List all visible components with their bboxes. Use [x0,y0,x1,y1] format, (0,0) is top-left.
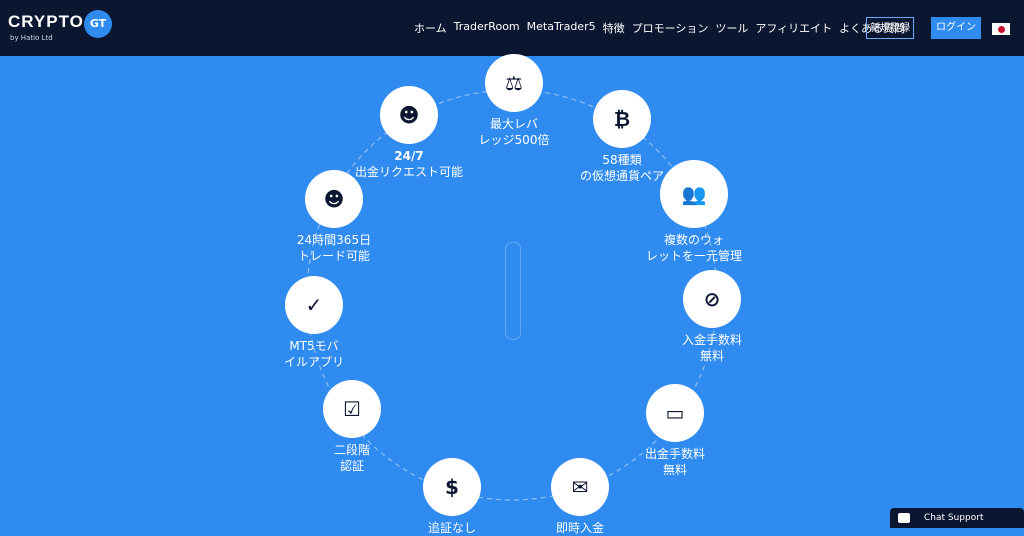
nav-home[interactable]: ホーム [414,22,447,35]
feature-two-factor: ☑ 二段階認証 [316,380,388,474]
nav-promotions[interactable]: プロモーション [631,22,709,35]
feature-label: 入金手数料 [681,333,742,347]
register-button[interactable]: 新規登録 [866,17,914,39]
feature-label: の仮想通貨ペア [579,169,664,183]
feature-leverage: ⚖ 最大レバレッジ500倍 [470,54,558,148]
feature-24-365: ☻ 24時間365日トレード可能 [284,170,384,264]
feature-label: 無料 [662,463,687,477]
feature-label: 認証 [339,459,364,473]
mobile-app-icon: ✓ [285,276,343,334]
feature-label: 出金手数料 [644,447,705,461]
feature-label: イルアプリ [283,355,344,369]
no-fee-icon: ⊘ [683,270,741,328]
feature-label: 即時入金 [555,521,604,535]
nav-faq[interactable]: よくある質問 [839,22,906,35]
headset-icon: ☻ [380,86,438,144]
feature-withdraw-fee: ▭ 出金手数料無料 [632,384,718,478]
chat-support-button[interactable]: Chat Support [890,508,1024,528]
logo[interactable]: CRYPTO GT by Hatio Ltd [8,10,112,42]
feature-label: 出金リクエスト可能 [354,165,463,179]
feature-instant-deposit: ✉ 即時入金 [540,458,620,536]
chat-icon [898,513,910,523]
feature-label: 無料 [699,349,724,363]
feature-label: レットを一元管理 [645,249,742,263]
users-icon: 👥 [660,160,728,228]
logo-brand: CRYPTO [8,12,84,31]
main-menu: ホーム TraderRoom MetaTrader5 特徴 プロモーション ツー… [414,20,905,36]
logo-badge: GT [84,10,112,38]
scale-icon: ⚖ [485,54,543,112]
feature-label: 24時間365日 [296,233,372,247]
feature-label: 複数のウォ [663,233,724,247]
nav-features[interactable]: 特徴 [602,22,625,35]
card-slash-icon: ▭ [646,384,704,442]
feature-label: 58種類 [602,153,642,167]
feature-mt5-app: ✓ MT5モバイルアプリ [278,276,350,370]
chat-label: Chat Support [924,513,984,523]
scroll-indicator [505,242,521,340]
feature-label: レッジ500倍 [478,133,550,147]
feature-24-7-withdraw: ☻ 24/7 出金リクエスト可能 [344,86,474,180]
feature-label: MT5モバ [289,339,339,353]
logo-sub: by Hatio Ltd [10,34,53,42]
atm-icon: $ [423,458,481,516]
feature-crypto-pairs: ₿ 58種類の仮想通貨ペア [570,90,674,184]
auth-icon: ☑ [323,380,381,438]
login-button[interactable]: ログイン [931,17,981,39]
feature-label: 最大レバ [489,117,538,131]
feature-label: 24/7 [394,149,424,163]
support-icon: ☻ [305,170,363,228]
envelope-money-icon: ✉ [551,458,609,516]
nav-traderroom[interactable]: TraderRoom [453,20,520,33]
feature-no-margin-call: $ 追証なし [412,458,492,536]
feature-deposit-fee: ⊘ 入金手数料無料 [670,270,754,364]
feature-wallets: 👥 複数のウォレットを一元管理 [636,160,752,264]
feature-label: 二段階 [333,443,370,457]
nav-affiliate[interactable]: アフィリエイト [755,22,833,35]
bitcoin-icon: ₿ [593,90,651,148]
japan-flag-icon[interactable] [992,23,1010,35]
nav-tools[interactable]: ツール [715,22,749,35]
top-nav: CRYPTO GT by Hatio Ltd ホーム TraderRoom Me… [0,0,1024,56]
nav-metatrader5[interactable]: MetaTrader5 [526,20,596,33]
feature-label: 追証なし [427,521,476,535]
feature-label: トレード可能 [297,249,370,263]
